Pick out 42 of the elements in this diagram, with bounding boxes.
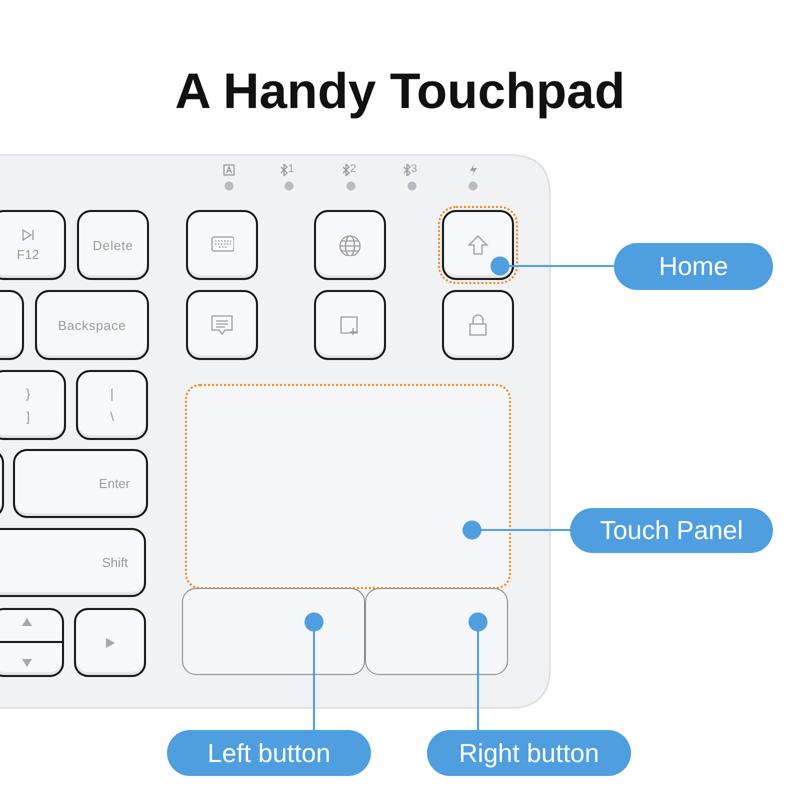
callout-label [570, 508, 773, 553]
key-label: Shift [102, 555, 128, 570]
keyboard-key [35, 290, 149, 360]
channel-number: 1 [288, 163, 294, 175]
key-label: ] [26, 409, 30, 424]
callout-text: Home [658, 251, 728, 282]
keyboard-key [0, 210, 66, 280]
keyboard-key [76, 370, 148, 440]
callout-text: Touch Panel [600, 515, 744, 546]
keyboard-key [77, 210, 149, 280]
click-button [365, 588, 508, 675]
touch-panel [186, 385, 510, 588]
keyboard-key [186, 290, 258, 360]
channel-number: 3 [411, 163, 418, 175]
callout-label [427, 730, 631, 776]
key-label: Enter [98, 476, 130, 491]
callout-text: Right button [458, 738, 600, 768]
keyboard-key [314, 210, 386, 280]
callout-text: Left button [208, 738, 330, 768]
click-button [182, 588, 365, 675]
key-label: F12 [16, 246, 40, 262]
keyboard-key [442, 290, 514, 360]
leader-line [304, 612, 324, 730]
title: A Handy Touchpad [174, 62, 626, 120]
leader-line [490, 256, 614, 276]
keyboard-key [314, 290, 386, 360]
key-label: Delete [92, 238, 134, 252]
keyboard-key [186, 210, 258, 280]
key-label: Backspace [58, 318, 126, 332]
keyboard-key [0, 528, 146, 597]
callout-label [167, 730, 371, 776]
keyboard-key [0, 370, 66, 440]
keyboard-key [0, 608, 64, 677]
key-label: | [110, 386, 114, 401]
keyboard-key [13, 449, 148, 518]
keyboard-key [74, 608, 146, 677]
channel-number: 2 [350, 163, 356, 175]
key-label: } [26, 386, 30, 401]
leader-line [468, 612, 488, 730]
key-label: \ [110, 409, 114, 424]
leader-line [462, 520, 570, 540]
callout-label [614, 243, 773, 290]
